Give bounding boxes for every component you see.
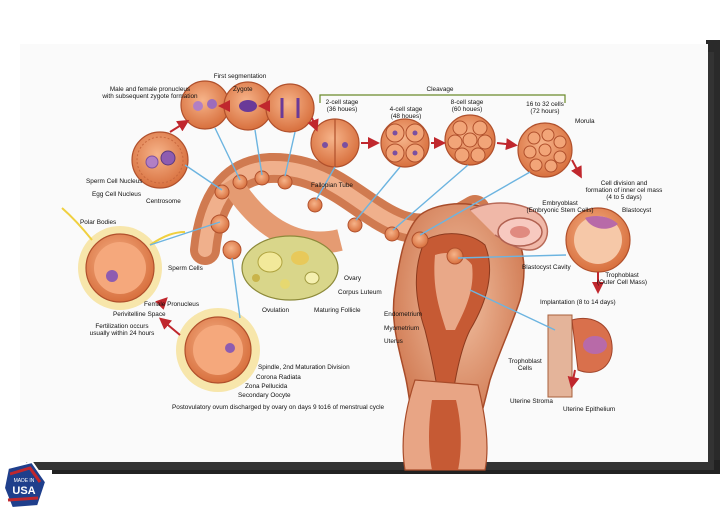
label-2-cell-2: (36 houes) xyxy=(327,106,358,113)
label-morula: Morula xyxy=(575,118,595,125)
label-ovary: Ovary xyxy=(344,275,362,282)
canvas-edge-bottom xyxy=(52,460,720,474)
label-maturing-follicle: Maturing Follicle xyxy=(314,307,361,314)
cell-first-segmentation xyxy=(265,83,315,133)
label-ovulation: Ovulation xyxy=(262,307,289,314)
label-secondary-oocyte: Secondary Oocyte xyxy=(238,392,291,399)
badge-small-text: MADE IN xyxy=(14,478,35,484)
stage-arrows xyxy=(155,100,604,389)
cell-zygote-formation xyxy=(131,131,189,189)
pointer-lines xyxy=(149,127,567,331)
label-first-segmentation: First segmentation xyxy=(214,73,267,80)
label-corona-radiata: Corona Radiata xyxy=(256,374,301,381)
label-zona-pellucida: Zona Pellucida xyxy=(245,383,288,390)
label-zygote: Zygote xyxy=(233,86,253,93)
label-uterine-epithelium: Uterine Epithelium xyxy=(563,406,615,413)
label-embryoblast-2: (Embryonic Stem Cells) xyxy=(526,207,593,214)
label-cell-division-1: Cell division and xyxy=(601,180,648,187)
label-trophoblast-2: (Outer Cell Mass) xyxy=(597,279,647,286)
label-pronuclei-1: Male and female pronucleus xyxy=(110,86,190,93)
label-pronuclei-2: with subsequent zygote formation xyxy=(101,93,198,100)
label-16-cell-1: 16 to 32 cells xyxy=(526,101,564,108)
label-fallopian-tube: Fallopian Tube xyxy=(311,182,353,189)
label-egg-cell-nucleus: Egg Cell Nucleus xyxy=(92,191,141,198)
label-corpus-luteum: Corpus Luteum xyxy=(338,289,382,296)
cell-secondary-oocyte xyxy=(176,308,260,392)
label-centrosome: Centrosome xyxy=(146,198,181,205)
label-uterus: Uterus xyxy=(384,338,403,345)
cleavage-bracket xyxy=(319,94,566,103)
label-fertilization-2: usually within 24 hours xyxy=(90,330,155,337)
implantation-tissue xyxy=(547,314,613,398)
made-in-usa-badge: MADE IN USA xyxy=(2,460,48,510)
label-fertilization-1: Fertilization occurs xyxy=(95,323,148,330)
label-implantation: Implantation (8 to 14 days) xyxy=(540,299,616,306)
label-uterine-stroma: Uterine Stroma xyxy=(510,398,553,405)
label-perivitelline-space: Perivitelline Space xyxy=(113,311,166,318)
label-myometrium: Myometrium xyxy=(384,325,419,332)
label-cleavage: Cleavage xyxy=(426,86,453,93)
label-blastocyst: Blastocyst xyxy=(622,207,651,214)
label-embryoblast-1: Embryoblast xyxy=(542,200,578,207)
cell-2-cell-stage xyxy=(310,118,360,168)
label-sperm-cell-nucleus: Sperm Cell Nucleus xyxy=(86,178,142,185)
badge-text: USA xyxy=(12,485,35,497)
label-trophoblast-1: Trophoblast xyxy=(605,272,639,279)
tube-ova xyxy=(210,170,464,265)
label-sperm-cells: Sperm Cells xyxy=(168,265,203,272)
label-cell-division-2: formation of inner cel mass xyxy=(586,187,663,194)
cell-4-cell-stage xyxy=(380,118,430,168)
label-trophoblast-cells-2: Cells xyxy=(518,365,532,372)
cell-morula xyxy=(517,122,573,178)
labels: Male and female pronucleus with subseque… xyxy=(80,73,662,413)
label-8-cell-1: 8-cell stage xyxy=(451,99,484,106)
label-trophoblast-cells-1: Trophoblast xyxy=(508,358,542,365)
label-cell-division-3: (4 to 5 days) xyxy=(606,194,642,201)
label-female-pronucleus: Female Pronucleus xyxy=(144,301,199,308)
ovary xyxy=(241,235,339,301)
canvas-edge-right xyxy=(706,40,720,472)
label-endometrium: Endometrium xyxy=(384,311,422,318)
label-postovulatory: Postovulatory ovum discharged by ovary o… xyxy=(172,404,385,411)
label-4-cell-1: 4-cell stage xyxy=(390,106,423,113)
label-2-cell-1: 2-cell stage xyxy=(326,99,359,106)
cell-fertilization xyxy=(61,207,186,310)
label-16-cell-2: (72 hours) xyxy=(530,108,559,115)
label-spindle: Spindle, 2nd Maturation Division xyxy=(258,364,350,371)
label-4-cell-2: (48 houes) xyxy=(391,113,422,120)
label-blastocyst-cavity: Blastocyst Cavity xyxy=(522,264,571,271)
uterus-anatomy xyxy=(190,152,549,471)
cell-blastocyst xyxy=(565,207,631,273)
cell-8-cell-stage xyxy=(444,114,496,166)
label-polar-bodies: Polar Bodies xyxy=(80,219,116,226)
label-8-cell-2: (60 houes) xyxy=(452,106,483,113)
